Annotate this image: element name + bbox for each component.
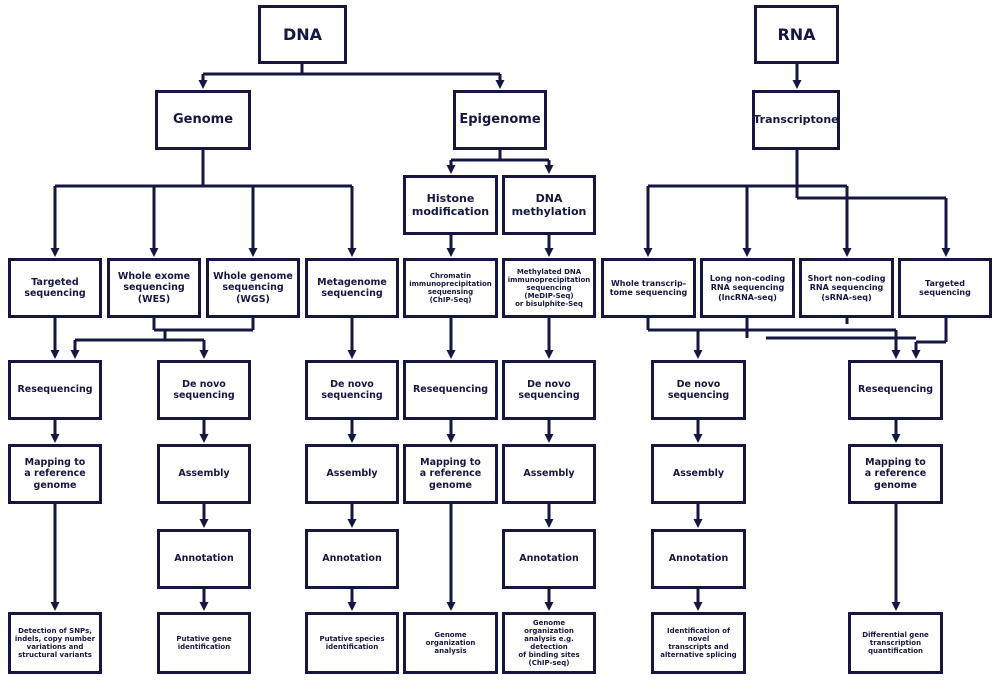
assembly-box-2: Assembly xyxy=(305,444,399,504)
chip-seq-box: Chromatin immunoprecipitation sequensing… xyxy=(403,258,498,318)
de-novo-box-3: De novo sequencing xyxy=(502,360,596,420)
result-binding-sites-box: Genome organization analysis e.g. detect… xyxy=(502,612,596,674)
result-genome-organization-box: Genome organization analysis xyxy=(403,612,498,674)
result-novel-transcripts-box: Identification of novel transcripts and … xyxy=(651,612,746,674)
lncrna-seq-box: Long non-coding RNA sequencing (lncRNA-s… xyxy=(700,258,795,318)
mapping-box-3: Mapping to a reference genome xyxy=(848,444,943,504)
result-snps-box: Detection of SNPs, indels, copy number v… xyxy=(8,612,102,674)
transcriptome-box: Transcriptone xyxy=(752,90,840,150)
srna-seq-box: Short non-coding RNA sequencing (sRNA-se… xyxy=(799,258,894,318)
result-differential-box: Differential gene transcription quantifi… xyxy=(848,612,943,674)
resequencing-box-2: Resequencing xyxy=(403,360,498,420)
de-novo-box-1: De novo sequencing xyxy=(157,360,251,420)
rna-box: RNA xyxy=(754,5,839,64)
dna-box: DNA xyxy=(258,5,347,64)
mapping-box-2: Mapping to a reference genome xyxy=(403,444,498,504)
epigenome-box: Epigenome xyxy=(453,90,547,150)
targeted-sequencing-dna-box: Targeted sequencing xyxy=(8,258,102,318)
metagenome-box: Metagenome sequencing xyxy=(305,258,399,318)
whole-transcriptome-box: Whole transcrip- tome sequencing xyxy=(601,258,696,318)
wes-box: Whole exome sequencing (WES) xyxy=(107,258,201,318)
histone-modification-box: Histone modification xyxy=(403,175,498,235)
annotation-box-4: Annotation xyxy=(651,529,746,589)
de-novo-box-4: De novo sequencing xyxy=(651,360,746,420)
result-putative-species-box: Putative species identification xyxy=(305,612,399,674)
genome-box: Genome xyxy=(155,90,251,150)
targeted-sequencing-rna-box: Targeted sequencing xyxy=(898,258,992,318)
resequencing-box-1: Resequencing xyxy=(8,360,102,420)
mapping-box-1: Mapping to a reference genome xyxy=(8,444,102,504)
de-novo-box-2: De novo sequencing xyxy=(305,360,399,420)
assembly-box-3: Assembly xyxy=(502,444,596,504)
annotation-box-1: Annotation xyxy=(157,529,251,589)
assembly-box-1: Assembly xyxy=(157,444,251,504)
resequencing-box-3: Resequencing xyxy=(848,360,943,420)
dna-methylation-box: DNA methylation xyxy=(502,175,596,235)
annotation-box-2: Annotation xyxy=(305,529,399,589)
medip-seq-box: Methylated DNA immunoprecipitation seque… xyxy=(502,258,596,318)
annotation-box-3: Annotation xyxy=(502,529,596,589)
assembly-box-4: Assembly xyxy=(651,444,746,504)
result-putative-gene-box: Putative gene identification xyxy=(157,612,251,674)
wgs-box: Whole genome sequencing (WGS) xyxy=(206,258,300,318)
